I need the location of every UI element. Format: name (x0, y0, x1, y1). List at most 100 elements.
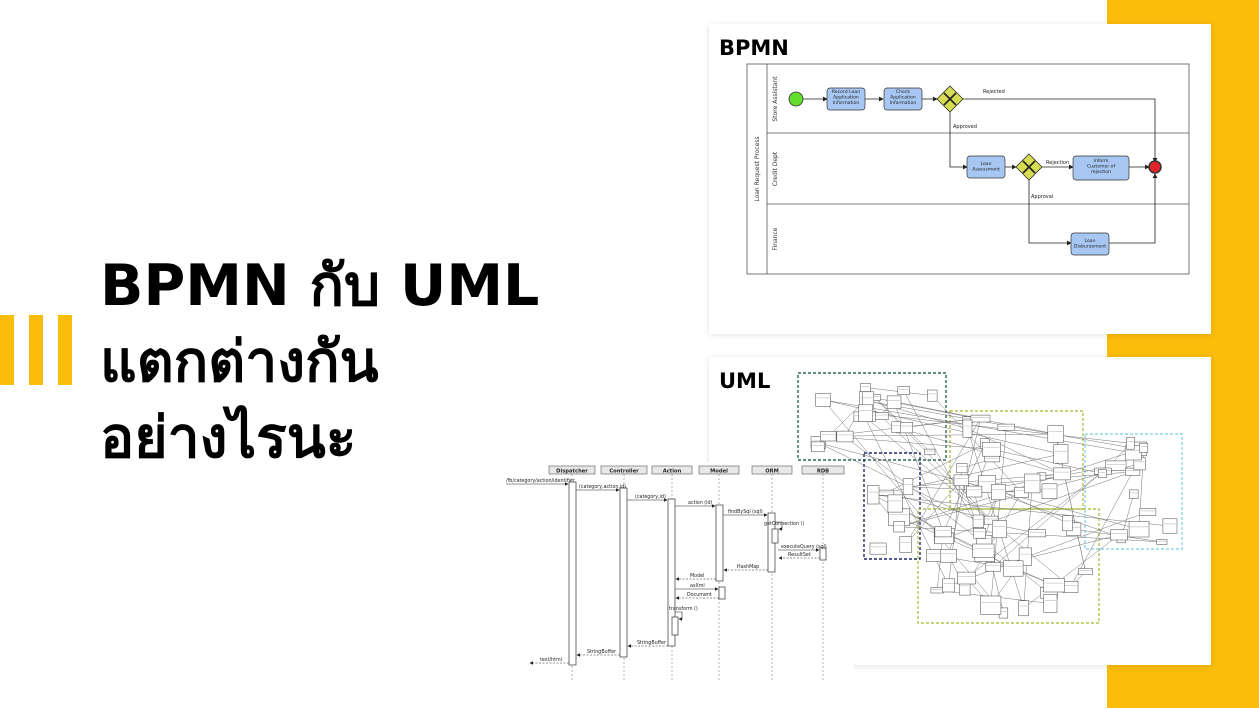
uml-connector (1070, 471, 1133, 588)
uml-connector (932, 395, 1022, 493)
pool-label: Loan Request Process (754, 136, 761, 201)
lifeline-orm: ORM (765, 469, 779, 475)
uml-class-box (811, 441, 825, 453)
uml-class-box (953, 474, 969, 486)
message-label: Model (690, 573, 704, 579)
uml-class-box (1062, 581, 1079, 593)
message-label: ResultSet (788, 552, 811, 558)
start-event (788, 91, 804, 107)
uml-connector (905, 480, 962, 545)
uml-class-box (1125, 467, 1141, 476)
uml-class-box (899, 536, 912, 553)
uml-class-diagram (797, 372, 1183, 624)
gateway-exclusive (936, 85, 964, 113)
uml-class-box (1139, 508, 1157, 516)
uml-connector (1023, 483, 1033, 609)
lifeline-model: Model (710, 469, 728, 475)
message-label: StringBuffer (587, 649, 616, 655)
message-label: asXml (690, 583, 705, 589)
uml-class-box (1018, 600, 1029, 617)
uml-class-box (887, 494, 903, 513)
uml-class-box (934, 526, 952, 538)
bpmn-card: BPMN Loan Request Process Store Assistan… (709, 24, 1211, 334)
uml-class-box (1062, 515, 1073, 532)
uml-class-box (1041, 483, 1058, 499)
uml-class-box (942, 578, 955, 593)
uml-class-box (940, 549, 957, 563)
uml-class-box (984, 455, 1000, 463)
message-label: HashMap (737, 564, 759, 570)
uml-class-box (970, 414, 991, 423)
message-label: executeQuery (sql) (781, 544, 827, 550)
uml-class-box (1053, 467, 1071, 481)
uml-class-box (1162, 518, 1178, 534)
bpmn-diagram: Loan Request Process Store Assistant Cre… (746, 63, 1190, 275)
uml-class-box (980, 595, 1002, 615)
uml-connector (991, 449, 1103, 474)
accent-bar (0, 315, 14, 385)
uml-class-box (886, 395, 902, 409)
uml-class-box (1028, 529, 1046, 538)
message-label: transform () (669, 606, 698, 612)
lifeline-rdb: RDB (817, 469, 829, 475)
message-label: /fb/category/action/identifier (506, 478, 575, 484)
bpmn-label: BPMN (719, 36, 789, 60)
sequence-diagram-card: Dispatcher Controller Action Model ORM R… (502, 462, 854, 680)
uml-class-box (1078, 568, 1093, 575)
headline-line-1: BPMN กับ UML (100, 253, 540, 319)
uml-class-box (1156, 539, 1168, 545)
uml-class-box (1139, 442, 1149, 453)
flow-label-rejected: Rejected (983, 89, 1005, 95)
uml-class-box (927, 389, 938, 402)
uml-class-box (1128, 521, 1150, 538)
uml-connector (942, 443, 986, 532)
uml-connector (864, 400, 1000, 530)
uml-class-box (1003, 560, 1024, 577)
accent-bar (29, 315, 43, 385)
uml-class-box (1110, 529, 1128, 541)
uml-class-box (972, 543, 995, 558)
message-label: getConnection () (764, 521, 804, 527)
uml-class-box (1129, 489, 1139, 499)
uml-connector (948, 468, 963, 586)
lifeline-dispatcher: Dispatcher (556, 469, 588, 475)
uml-connector (1023, 534, 1120, 609)
lane-label: Store Assistant (772, 76, 779, 122)
uml-class-box (972, 514, 985, 528)
uml-connector (990, 427, 1007, 606)
headline: BPMN กับ UML แตกต่างกัน อย่างไรนะ (100, 248, 539, 476)
uml-connector (817, 442, 979, 522)
headline-line-3: อย่างไรนะ (100, 405, 357, 471)
uml-connector (828, 435, 992, 450)
message-label: (category,action,id) (579, 484, 626, 490)
uml-class-box (860, 383, 871, 392)
flow-label-rejection: Rejection (1046, 160, 1069, 166)
uml-class-box (1097, 469, 1107, 479)
uml-connector (896, 426, 1063, 475)
uml-connector (823, 399, 1134, 454)
sequence-diagram: Dispatcher Controller Action Model ORM R… (506, 465, 845, 680)
uml-class-box (836, 430, 854, 443)
uml-class-box (891, 421, 901, 433)
lifeline-action: Action (663, 469, 682, 475)
uml-connector (993, 471, 1104, 568)
uml-class-box (1053, 444, 1069, 464)
uml-class-box (973, 528, 986, 539)
lifeline-controller: Controller (609, 469, 639, 475)
uml-connector (905, 418, 981, 545)
uml-class-box (1043, 594, 1058, 613)
flow-label-approval: Approval (1031, 194, 1053, 200)
message-label: action (id) (688, 500, 713, 506)
message-label: StringBuffer (637, 640, 666, 646)
uml-class-box (997, 423, 1015, 431)
uml-class-box (984, 515, 999, 525)
uml-connector (868, 400, 968, 429)
uml-class-box (869, 542, 887, 555)
